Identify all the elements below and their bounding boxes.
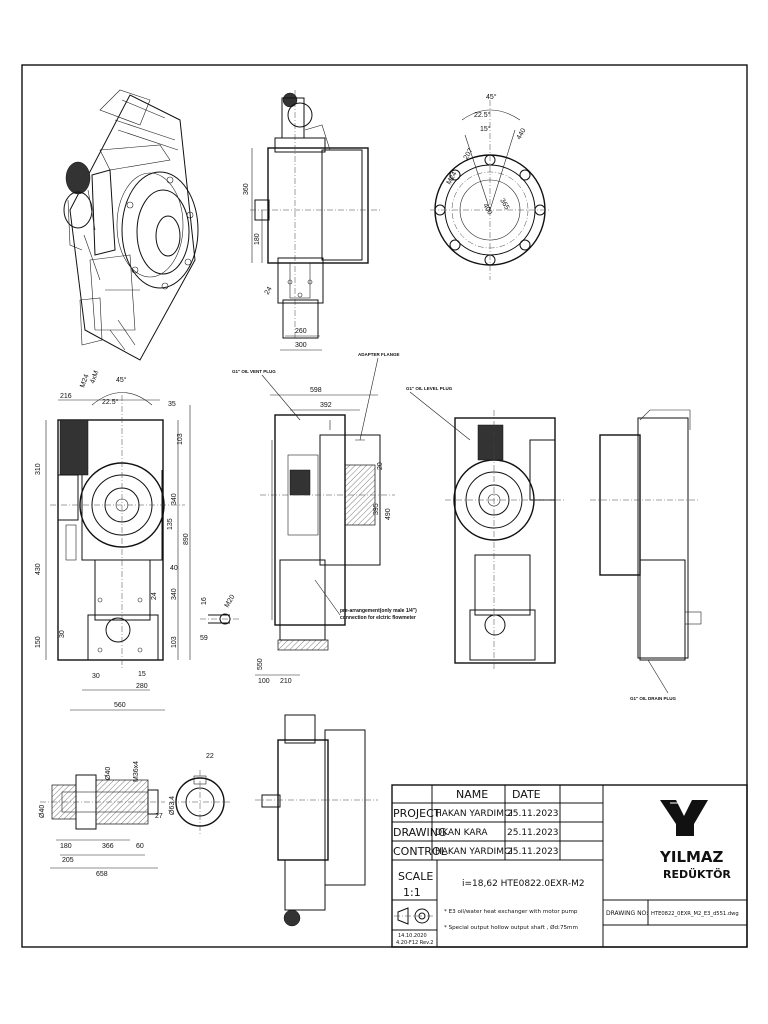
row-control-label: CONTROL xyxy=(393,845,448,858)
dim-45deg: 45° xyxy=(486,93,497,101)
dim-400: 400 xyxy=(481,203,493,217)
dim-366: 366 xyxy=(102,843,114,850)
dim-430: 430 xyxy=(35,563,42,575)
row-control-name: HAKAN YARDIMCI xyxy=(435,847,513,857)
dim-360: 360 xyxy=(243,183,250,195)
dim-300: 300 xyxy=(295,342,307,349)
dim-30-left: 30 xyxy=(59,630,66,638)
dim-598: 598 xyxy=(310,387,322,394)
dim-280: 280 xyxy=(136,683,148,690)
dim-22-5deg-front: 22.5° xyxy=(102,398,119,406)
dim-22-5deg: 22.5° xyxy=(474,111,491,119)
dim-135: 135 xyxy=(167,518,174,530)
dim-m36x4: M36x4 xyxy=(133,761,140,782)
dim-392: 392 xyxy=(320,402,332,409)
dim-340-bottom: 340 xyxy=(171,588,178,600)
callout-oil-drain-plug: G1" OIL DRAIN PLUG xyxy=(630,696,677,701)
scale-label: SCALE xyxy=(398,870,433,883)
row-drawing-name: OKAN KARA xyxy=(435,828,488,838)
dim-m24-front: M24 xyxy=(79,373,90,388)
dim-59: 59 xyxy=(200,635,208,642)
drawing-no-label: DRAWING NO: xyxy=(606,910,648,917)
note-hollow-shaft: * Special output hollow output shaft , Ø… xyxy=(444,924,578,931)
row-project-date: 25.11.2023 xyxy=(507,809,559,819)
callout-pre-arrangement: pre-arrangement(only male 1/4") connecti… xyxy=(340,608,417,621)
dim-560: 560 xyxy=(114,702,126,709)
callout-adapter-flange: ADAPTER FLANGE xyxy=(358,352,400,357)
dim-20: 20 xyxy=(377,462,384,470)
dim-45deg-front: 45° xyxy=(116,376,127,384)
dim-260: 260 xyxy=(295,328,307,335)
isometric-view xyxy=(63,89,199,361)
row-control-date: 25.11.2023 xyxy=(507,847,559,857)
dim-shaft-dia40: Ø40 xyxy=(105,767,112,780)
dim-365: 365 xyxy=(498,198,510,212)
dim-490: 490 xyxy=(385,508,392,520)
front-view: 216 M24 4xM 45° 22.5° 35 310 103 340 890… xyxy=(35,370,191,711)
dim-15: 15 xyxy=(138,671,146,678)
dim-40: 40 xyxy=(170,565,178,572)
bottom-view xyxy=(255,714,378,927)
logo-sub: REDÜKTÖR xyxy=(663,867,731,881)
product-code: i=18,62 HTE0822.0EXR-M2 xyxy=(462,879,585,889)
shaft-view: Ø40 M36x4 27 180 366 60 205 658 Ø40 xyxy=(39,761,165,878)
side-section-view: 598 392 20 395 490 100 210 550 G1" OIL V… xyxy=(232,352,417,685)
dim-658: 658 xyxy=(96,871,108,878)
row-project-label: PROJECT xyxy=(393,807,441,820)
dim-180-shaft: 180 xyxy=(60,843,72,850)
dim-103-bottom: 103 xyxy=(171,636,178,648)
right-side-view: G1" OIL DRAIN PLUG xyxy=(590,409,702,701)
back-view: G1" OIL LEVEL PLUG xyxy=(406,386,565,670)
dim-310: 310 xyxy=(35,463,42,475)
shaft-end-view: 22 Ø63.4 xyxy=(169,753,230,834)
logo-brand: YILMAZ xyxy=(659,848,724,866)
dim-dia63-4: Ø63.4 xyxy=(169,796,176,815)
dim-30-bottom: 30 xyxy=(92,673,100,680)
revision-date: 14.10.2020 xyxy=(398,933,427,939)
dim-440: 440 xyxy=(516,127,528,141)
dim-100: 100 xyxy=(258,678,270,685)
header-name: NAME xyxy=(456,788,488,801)
row-drawing-label: DRAWING xyxy=(393,826,446,839)
scale-value: 1:1 xyxy=(403,886,421,899)
title-block: NAME DATE PROJECT HAKAN YARDIMCI 25.11.2… xyxy=(391,784,748,948)
dim-shaft-dia-left: Ø40 xyxy=(39,805,46,818)
revision-code: 4.20-F12 Rev.2 xyxy=(396,940,433,946)
dim-27: 27 xyxy=(155,813,163,820)
projection-symbol-icon xyxy=(394,907,433,925)
dim-216: 216 xyxy=(60,393,72,400)
dim-207: 207 xyxy=(463,147,475,161)
dim-15deg: 15° xyxy=(480,125,491,133)
dim-395: 395 xyxy=(373,503,380,515)
drawing-no-value: HTE0822_0EXR_M2_E3_d551.dwg xyxy=(651,911,739,917)
callout-oil-level-plug: G1" OIL LEVEL PLUG xyxy=(406,386,453,391)
note-heat-exchanger: * E3 oil/water heat exchanger with motor… xyxy=(444,909,578,915)
dim-103-top: 103 xyxy=(177,433,184,445)
dim-24: 24 xyxy=(264,286,274,296)
dim-16: 16 xyxy=(201,597,208,605)
header-date: DATE xyxy=(512,788,541,801)
dim-24-front: 24 xyxy=(151,592,158,600)
dim-4xm: 4xM xyxy=(89,370,100,385)
dim-180: 180 xyxy=(254,233,261,245)
dim-60: 60 xyxy=(136,843,144,850)
dim-210: 210 xyxy=(280,678,292,685)
dim-150: 150 xyxy=(35,636,42,648)
top-view: 360 180 260 300 24 xyxy=(243,90,380,351)
row-project-name: HAKAN YARDIMCI xyxy=(435,809,513,819)
dim-550: 550 xyxy=(257,658,264,670)
dim-340-top: 340 xyxy=(171,493,178,505)
dim-35: 35 xyxy=(168,401,176,408)
dim-22-end: 22 xyxy=(206,753,214,760)
company-logo: YILMAZ REDÜKTÖR xyxy=(659,800,731,881)
dim-890: 890 xyxy=(183,533,190,545)
row-drawing-date: 25.11.2023 xyxy=(507,828,559,838)
flange-view: 45° 22.5° 15° 440 400 365 M24 207 xyxy=(430,93,550,280)
callout-oil-vent-plug: G1" OIL VENT PLUG xyxy=(232,369,276,374)
dim-205: 205 xyxy=(62,857,74,864)
